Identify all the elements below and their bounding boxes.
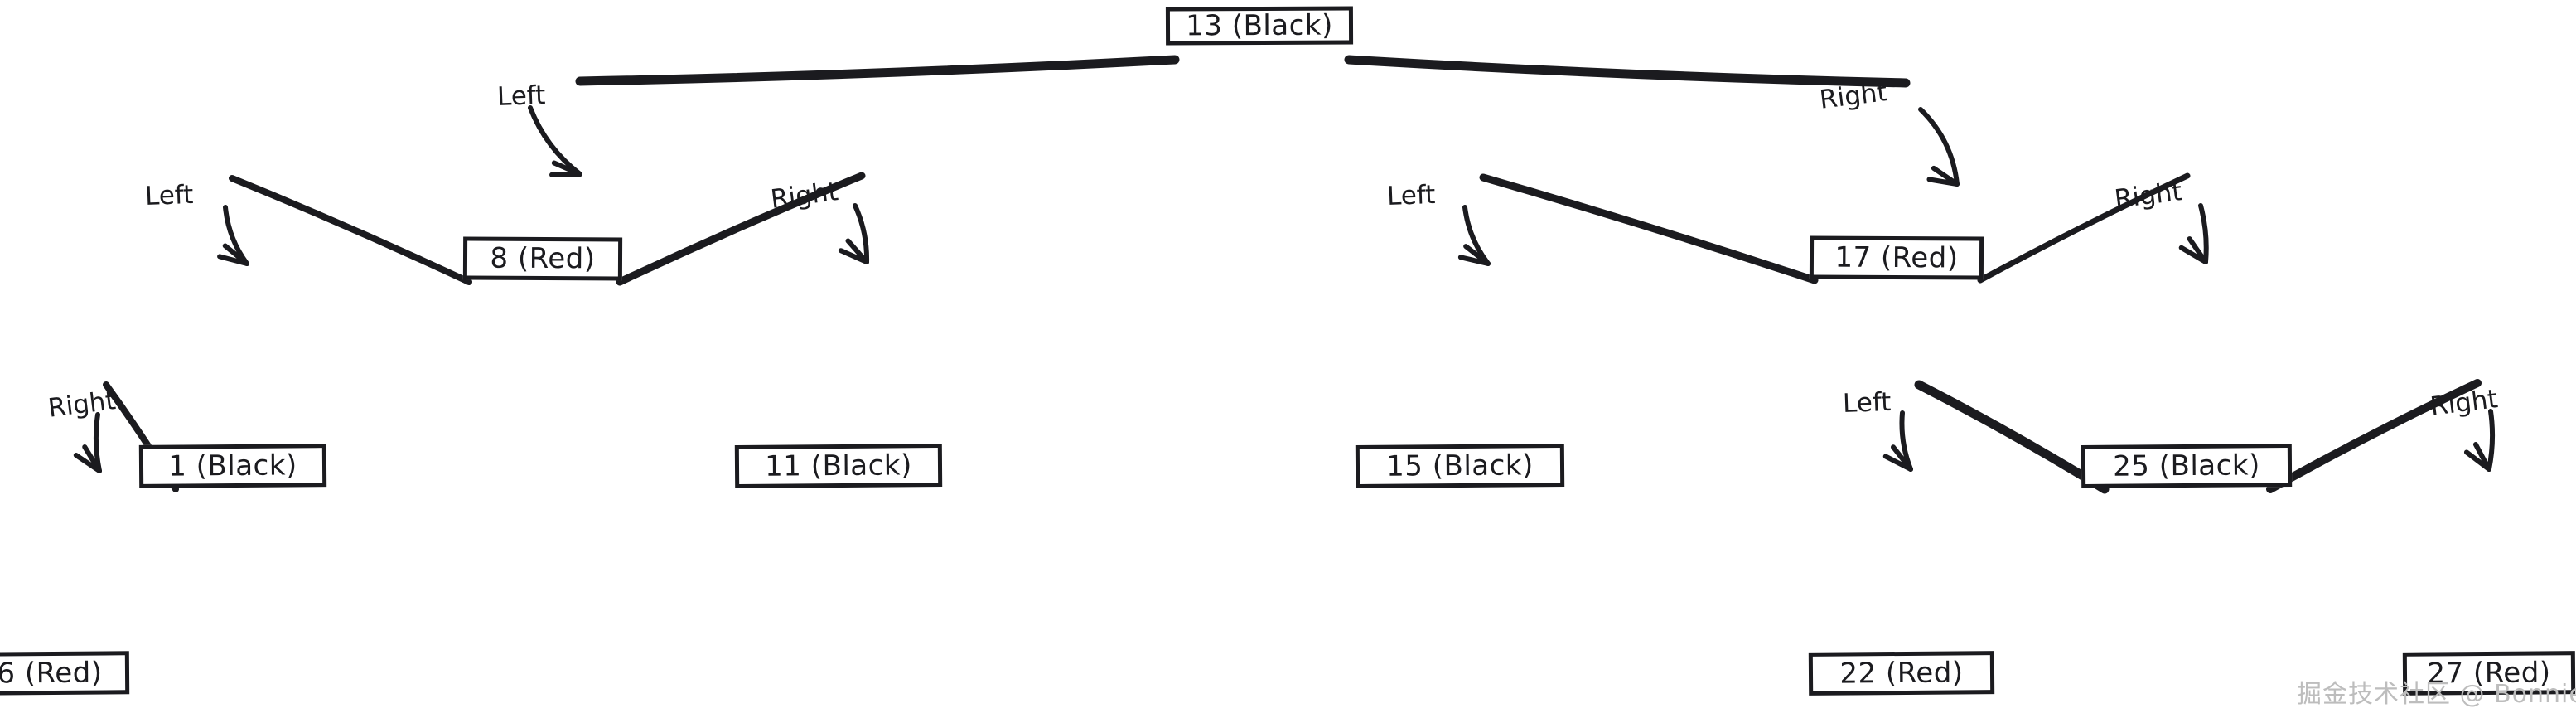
tree-node-label: 27 (Red) [2427, 656, 2551, 691]
tree-node-15[interactable]: 15 (Black) [1355, 444, 1565, 488]
edge-label-e13L: Left [496, 80, 546, 113]
edge-line-e8L [229, 175, 472, 285]
tree-node-label: 1 (Black) [168, 449, 297, 483]
edge-line-e13L [575, 55, 1180, 86]
tree-node-label: 15 (Black) [1386, 449, 1534, 483]
tree-node-13[interactable]: 13 (Black) [1165, 6, 1354, 46]
edge-line-e13R [1344, 55, 1911, 88]
tree-node-6[interactable]: 6 (Red) [0, 651, 130, 696]
tree-node-17[interactable]: 17 (Red) [1809, 235, 1984, 280]
tree-node-label: 8 (Red) [490, 241, 596, 276]
edge-arrow-e1R [73, 412, 102, 473]
edge-line-e25L [1914, 380, 2110, 494]
edge-arrow-e13R [1918, 107, 1960, 187]
edge-arrow-e17R [2178, 203, 2209, 264]
tree-node-1[interactable]: 1 (Black) [138, 444, 327, 488]
tree-node-label: 6 (Red) [0, 656, 103, 691]
edge-arrow-e25R [2463, 409, 2496, 472]
edge-line-e17R [1977, 172, 2191, 284]
tree-node-8[interactable]: 8 (Red) [462, 236, 623, 281]
tree-node-11[interactable]: 11 (Black) [734, 444, 943, 488]
edge-arrow-e25L [1882, 410, 1913, 472]
tree-node-27[interactable]: 27 (Red) [2402, 651, 2576, 696]
edge-label-e25L: Left [1842, 386, 1892, 420]
tree-node-label: 11 (Black) [765, 449, 912, 483]
tree-node-22[interactable]: 22 (Red) [1808, 651, 1995, 696]
edge-line-e25R [2266, 379, 2482, 493]
tree-node-label: 25 (Black) [2113, 449, 2260, 483]
tree-node-25[interactable]: 25 (Black) [2081, 444, 2293, 488]
edge-arrow-e17L [1457, 205, 1491, 266]
edge-label-e8L: Left [144, 179, 194, 212]
edge-label-e17L: Left [1386, 179, 1436, 212]
edge-line-e8R [616, 172, 866, 286]
tree-node-label: 22 (Red) [1839, 656, 1964, 691]
edge-arrow-e8R [838, 203, 870, 264]
edge-line-e17L [1479, 173, 1819, 284]
tree-node-label: 17 (Red) [1834, 240, 1959, 275]
tree-node-label: 13 (Black) [1186, 8, 1333, 43]
edge-arrow-e8L [217, 205, 249, 266]
edge-arrow-e13L [528, 105, 582, 177]
